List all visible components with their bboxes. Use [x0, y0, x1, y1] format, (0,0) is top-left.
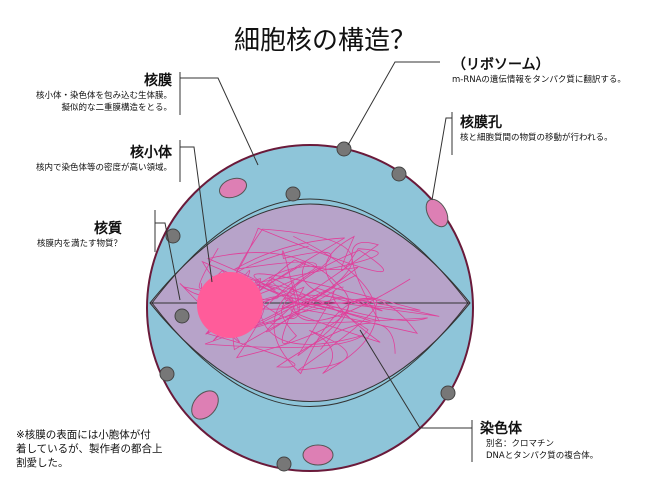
- label-heading: （リボソーム）: [452, 57, 550, 73]
- label-ribosome: （リボソーム） m-RNAの遺伝情報をタンパク質に翻訳する。: [452, 54, 626, 86]
- chromatin-thread: [205, 228, 421, 335]
- label-nucleoplasm: 核質 核膜内を満たす物質？: [37, 218, 122, 250]
- leader-lines: [154, 61, 473, 462]
- label-heading: 核質: [94, 221, 122, 237]
- nucleolus: [197, 272, 263, 338]
- label-heading: 核膜孔: [460, 115, 502, 131]
- page-title: 細胞核の構造？: [233, 26, 416, 56]
- label-desc: 核と細胞質間の物質の移動が行われる。: [460, 133, 613, 143]
- label-desc: m-RNAの遺伝情報をタンパク質に翻訳する。: [452, 75, 626, 85]
- label-nuclear-pore: 核膜孔 核と細胞質間の物質の移動が行われる。: [460, 112, 613, 144]
- footnote-line: 着しているが、製作者の都合上: [16, 443, 163, 455]
- label-desc: 核内で染色体等の密度が高い領域。: [35, 163, 172, 173]
- label-desc: 核小体・染色体を包み込む生体膜。: [35, 91, 172, 101]
- label-nuclear-envelope: 核膜 核小体・染色体を包み込む生体膜。 擬似的な二重膜構造をとる。: [36, 70, 172, 114]
- label-heading: 核膜: [144, 73, 172, 89]
- chromatin-thread: [201, 235, 379, 310]
- nuclear-pores: [191, 177, 449, 466]
- label-nucleolus: 核小体 核内で染色体等の密度が高い領域。: [36, 142, 172, 174]
- footnote: ※核膜の表面には小胞体が付 着しているが、製作者の都合上 割愛した。: [16, 428, 162, 470]
- footnote-line: ※核膜の表面には小胞体が付: [16, 429, 151, 441]
- label-heading: 染色体: [480, 421, 522, 437]
- ribosomes: [159, 141, 456, 472]
- chromatin-thread: [206, 270, 440, 368]
- label-desc: 核膜内を満たす物質？: [36, 239, 122, 249]
- chromatin-thread: [179, 227, 419, 375]
- inner-membrane: [151, 198, 469, 407]
- label-heading: 核小体: [130, 145, 172, 161]
- label-desc: 別名：クロマチン: [486, 439, 555, 449]
- label-desc: 擬似的な二重膜構造をとる。: [61, 103, 172, 113]
- label-chromosome: 染色体 別名：クロマチン DNAとタンパク質の複合体。: [480, 418, 598, 462]
- footnote-line: 割愛した。: [16, 457, 69, 469]
- label-desc: DNAとタンパク質の複合体。: [486, 451, 599, 461]
